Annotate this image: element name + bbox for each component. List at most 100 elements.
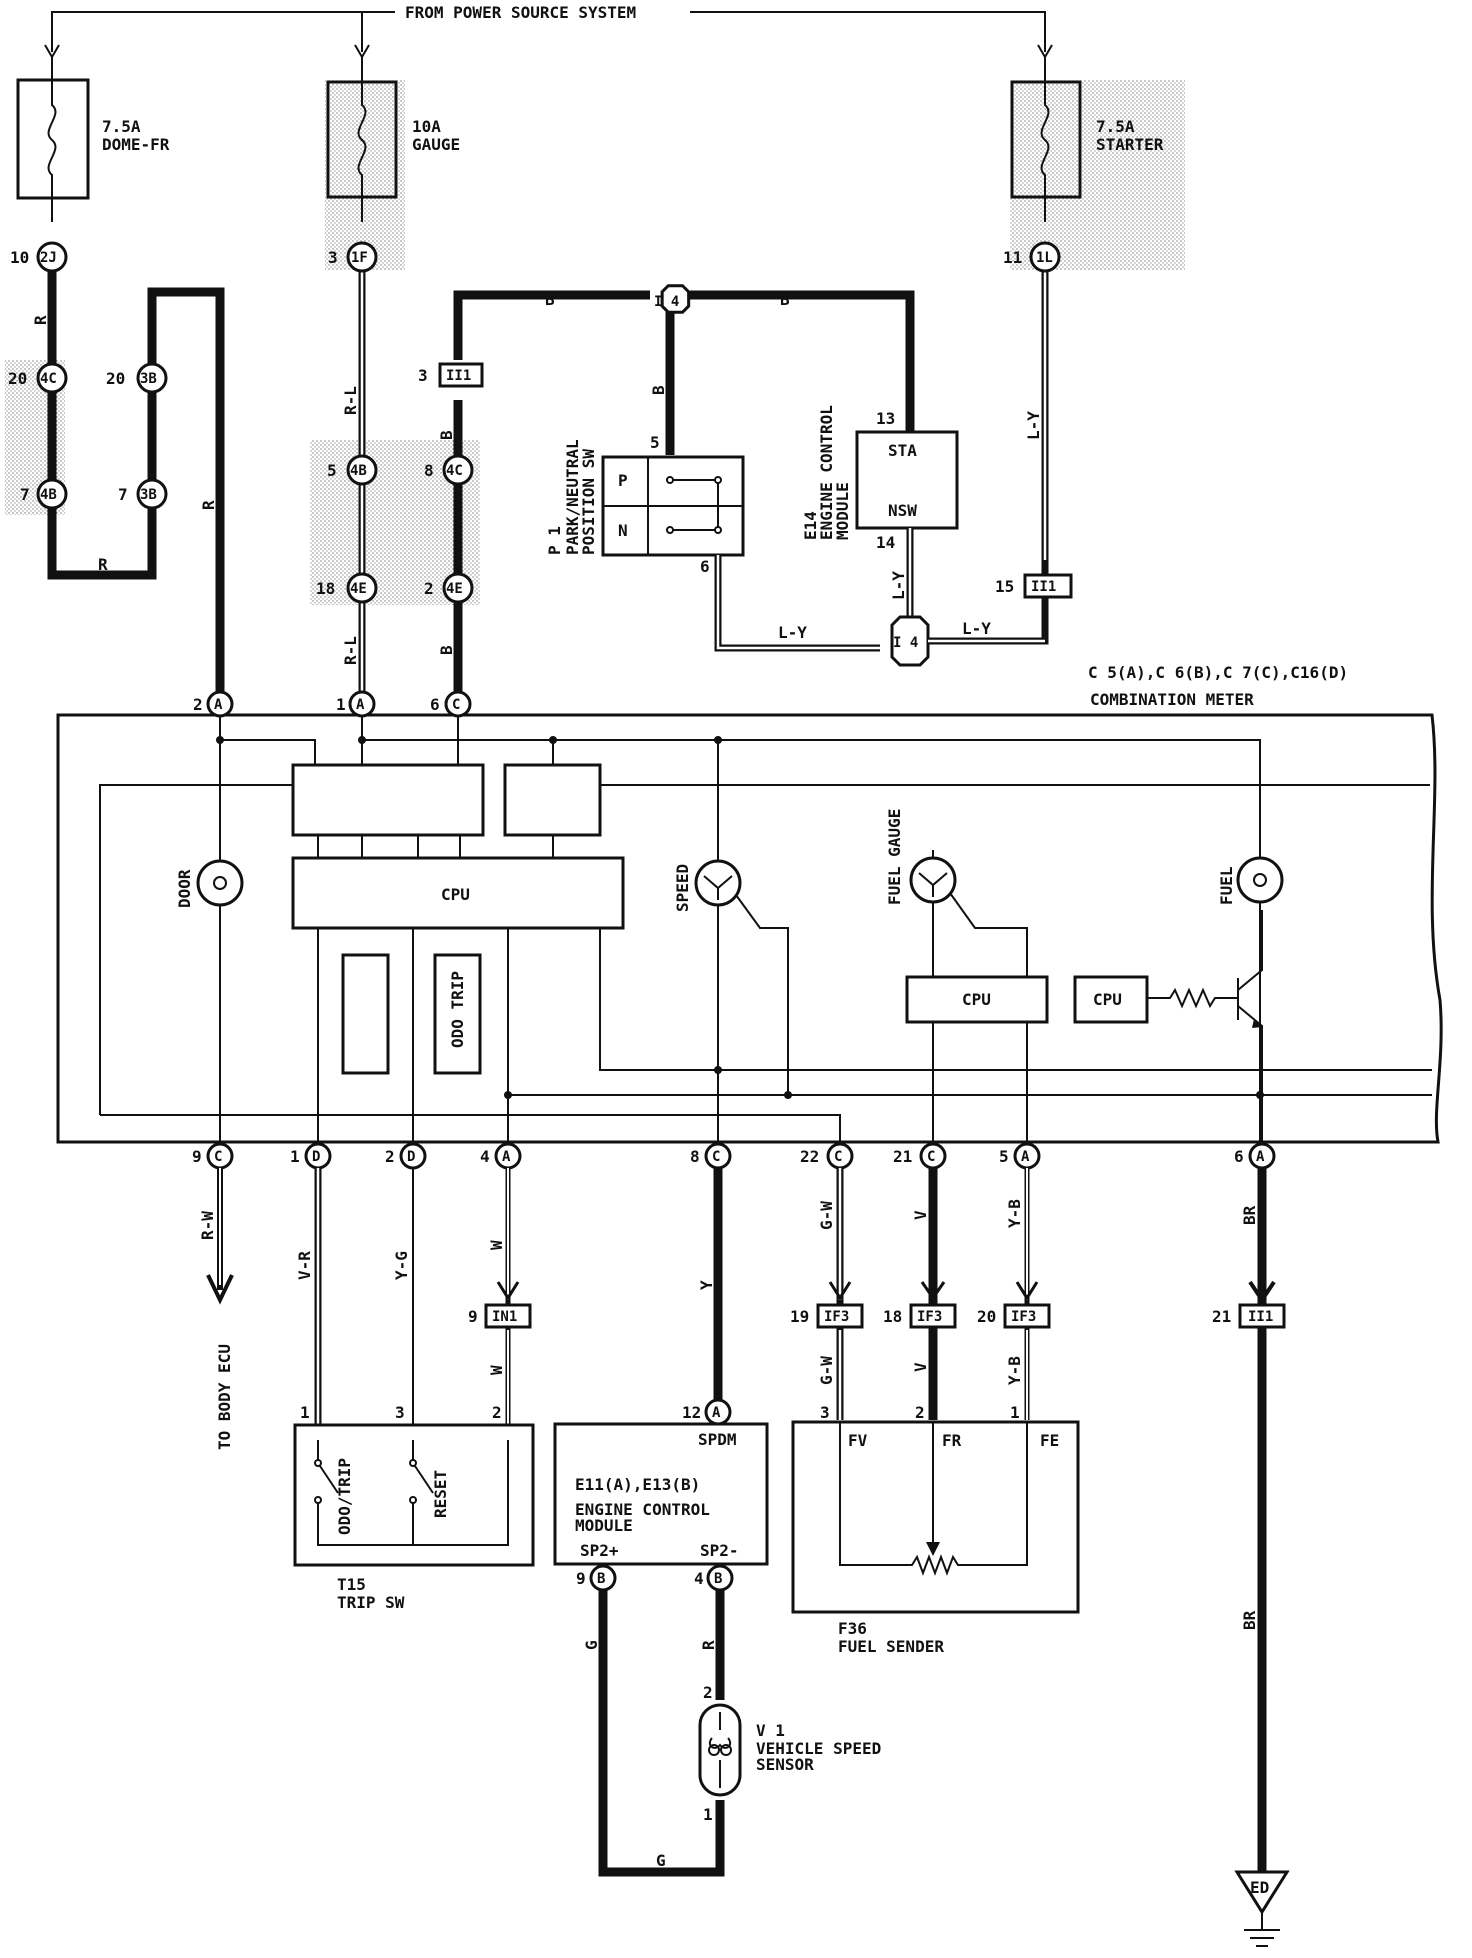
- ecm-e14-sta: STA: [888, 441, 917, 460]
- connector-2J: [36, 241, 68, 273]
- door-label: DOOR: [175, 869, 194, 908]
- fuel-sender-code: F36: [838, 1619, 867, 1638]
- speed-label: SPEED: [673, 864, 692, 912]
- combination-meter-box: [56, 713, 1443, 1144]
- wire-dome-r: [47, 272, 225, 702]
- connector-3B-a: [136, 362, 168, 394]
- meter-pin-2D-pin: 2: [385, 1147, 395, 1166]
- ecm-e14-name1: ENGINE CONTROL: [817, 405, 836, 540]
- resistor-fuel: [1147, 987, 1238, 1009]
- meter-pin-21C-letter: C: [927, 1149, 935, 1165]
- wire-label-r-4: R: [699, 1640, 718, 1650]
- fuse-gauge-name: GAUGE: [412, 135, 460, 154]
- connector-IF3-c-id: IF3: [1011, 1309, 1036, 1325]
- connector-4C-a-id: 4C: [40, 371, 57, 387]
- fuel-sender: [791, 1420, 1080, 1614]
- wire-label-b-5: B: [437, 645, 456, 655]
- wire-label-br-1: BR: [1240, 1205, 1259, 1225]
- connector-IF3-b-id: IF3: [917, 1309, 942, 1325]
- fuel-cpu: [1073, 975, 1149, 1024]
- ecm-pin-12A-letter: A: [712, 1405, 721, 1421]
- wire-label-vr: V-R: [295, 1251, 314, 1280]
- trip-switch-odo-trip-label: ODO/TRIP: [335, 1458, 354, 1535]
- connector-4C-b: [442, 454, 474, 486]
- meter-pin-5A-pin: 5: [999, 1147, 1009, 1166]
- wire-label-r-2: R: [98, 555, 108, 574]
- meter-pin-6A-pin: 6: [1234, 1147, 1244, 1166]
- meter-top-pin-1A-letter: A: [356, 697, 365, 713]
- wire-label-v-1: V: [911, 1210, 930, 1220]
- meter-pin-1D-letter: D: [312, 1149, 320, 1165]
- meter-block-2: [503, 763, 602, 837]
- wire-label-b-2: B: [780, 290, 790, 309]
- wire-label-g-2: G: [656, 1851, 666, 1870]
- connector-4C-b-pin: 8: [424, 461, 434, 480]
- connector-IF3-b-pin: 18: [883, 1307, 902, 1326]
- park-neutral-name1: PARK/NEUTRAL: [563, 439, 582, 555]
- connector-4B-a: [36, 478, 68, 510]
- connector-1L: [1029, 241, 1061, 273]
- wire-label-rl-1: R-L: [341, 386, 360, 415]
- meter-pin-9C-letter: C: [214, 1149, 222, 1165]
- park-neutral-pin6: 6: [700, 557, 710, 576]
- fuel-sender-fv: FV: [848, 1431, 868, 1450]
- meter-top-pin-1A-pin: 1: [336, 695, 346, 714]
- fuel-gauge-label: FUEL GAUGE: [885, 809, 904, 905]
- ecm-e14-pin13: 13: [876, 409, 895, 428]
- speedometer: [694, 859, 742, 907]
- fuel-warning-light: [1236, 856, 1284, 904]
- fuse-gauge-rating: 10A: [412, 117, 441, 136]
- meter-pin-6A-letter: A: [1256, 1149, 1265, 1165]
- ecm-pin-12A-pin: 12: [682, 1403, 701, 1422]
- ecm-sp2m: SP2-: [700, 1541, 739, 1560]
- connector-1L-id: 1L: [1036, 250, 1053, 266]
- ecm-header: E11(A),E13(B): [575, 1475, 700, 1494]
- trip-switch-pin1: 1: [300, 1403, 310, 1422]
- wire-label-b-3: B: [649, 385, 668, 395]
- fuse-starter-element: [1040, 57, 1050, 222]
- connector-3B-a-id: 3B: [140, 371, 157, 387]
- connector-4E-b: [442, 572, 474, 604]
- connector-4B-b: [346, 454, 378, 486]
- speed-sensor-pin2: 2: [703, 1683, 713, 1702]
- wire-label-rw: R-W: [198, 1211, 217, 1240]
- connector-4B-b-pin: 5: [327, 461, 337, 480]
- fuel-sender-name: FUEL SENDER: [838, 1637, 944, 1656]
- ecm-sp2p: SP2+: [580, 1541, 619, 1560]
- connector-IF3-a-id: IF3: [824, 1309, 849, 1325]
- meter-odo-trip-block: [433, 953, 482, 1075]
- connector-IF3-a: [816, 1303, 864, 1329]
- wire-label-ly-1: L-Y: [778, 623, 807, 642]
- meter-top-pin-6C-pin: 6: [430, 695, 440, 714]
- meter-cpu-label: CPU: [441, 885, 470, 904]
- ecm-name1: ENGINE CONTROL: [575, 1500, 710, 1519]
- connector-2J-pin: 10: [10, 248, 29, 267]
- ecm-pin-9B-letter: B: [597, 1571, 605, 1587]
- connector-IF3-b: [909, 1303, 957, 1329]
- meter-pin-1D-pin: 1: [290, 1147, 300, 1166]
- connector-4E-b-id: 4E: [446, 581, 463, 597]
- connector-IN1: [484, 1303, 532, 1329]
- connector-II1-b: [1023, 573, 1073, 599]
- fuse-dome-name: DOME-FR: [102, 135, 170, 154]
- meter-pin-5A-letter: A: [1021, 1149, 1030, 1165]
- meter-pin-8C-pin: 8: [690, 1147, 700, 1166]
- fuse-starter-rating: 7.5A: [1096, 117, 1135, 136]
- meter-pin-22C-pin: 22: [800, 1147, 819, 1166]
- meter-pin-8C-letter: C: [712, 1149, 720, 1165]
- connector-1F-id: 1F: [351, 250, 368, 266]
- wire-label-y: Y: [697, 1280, 716, 1290]
- park-neutral-n: N: [618, 521, 628, 540]
- ecm-e11-e13: [553, 1422, 769, 1566]
- trip-switch-code: T15: [337, 1575, 366, 1594]
- connector-IF3-c-pin: 20: [977, 1307, 996, 1326]
- junction-I4-bottom-id: I 4: [893, 635, 918, 651]
- meter-cpu: [291, 856, 625, 930]
- park-neutral-name2: POSITION SW: [579, 449, 598, 555]
- connector-II1-c-pin: 21: [1212, 1307, 1231, 1326]
- speed-sensor-pin1: 1: [703, 1805, 713, 1824]
- ecm-e14-code: E14: [801, 511, 820, 540]
- ecm-pin-4B: [706, 1564, 734, 1592]
- park-neutral-pin5: 5: [650, 433, 660, 452]
